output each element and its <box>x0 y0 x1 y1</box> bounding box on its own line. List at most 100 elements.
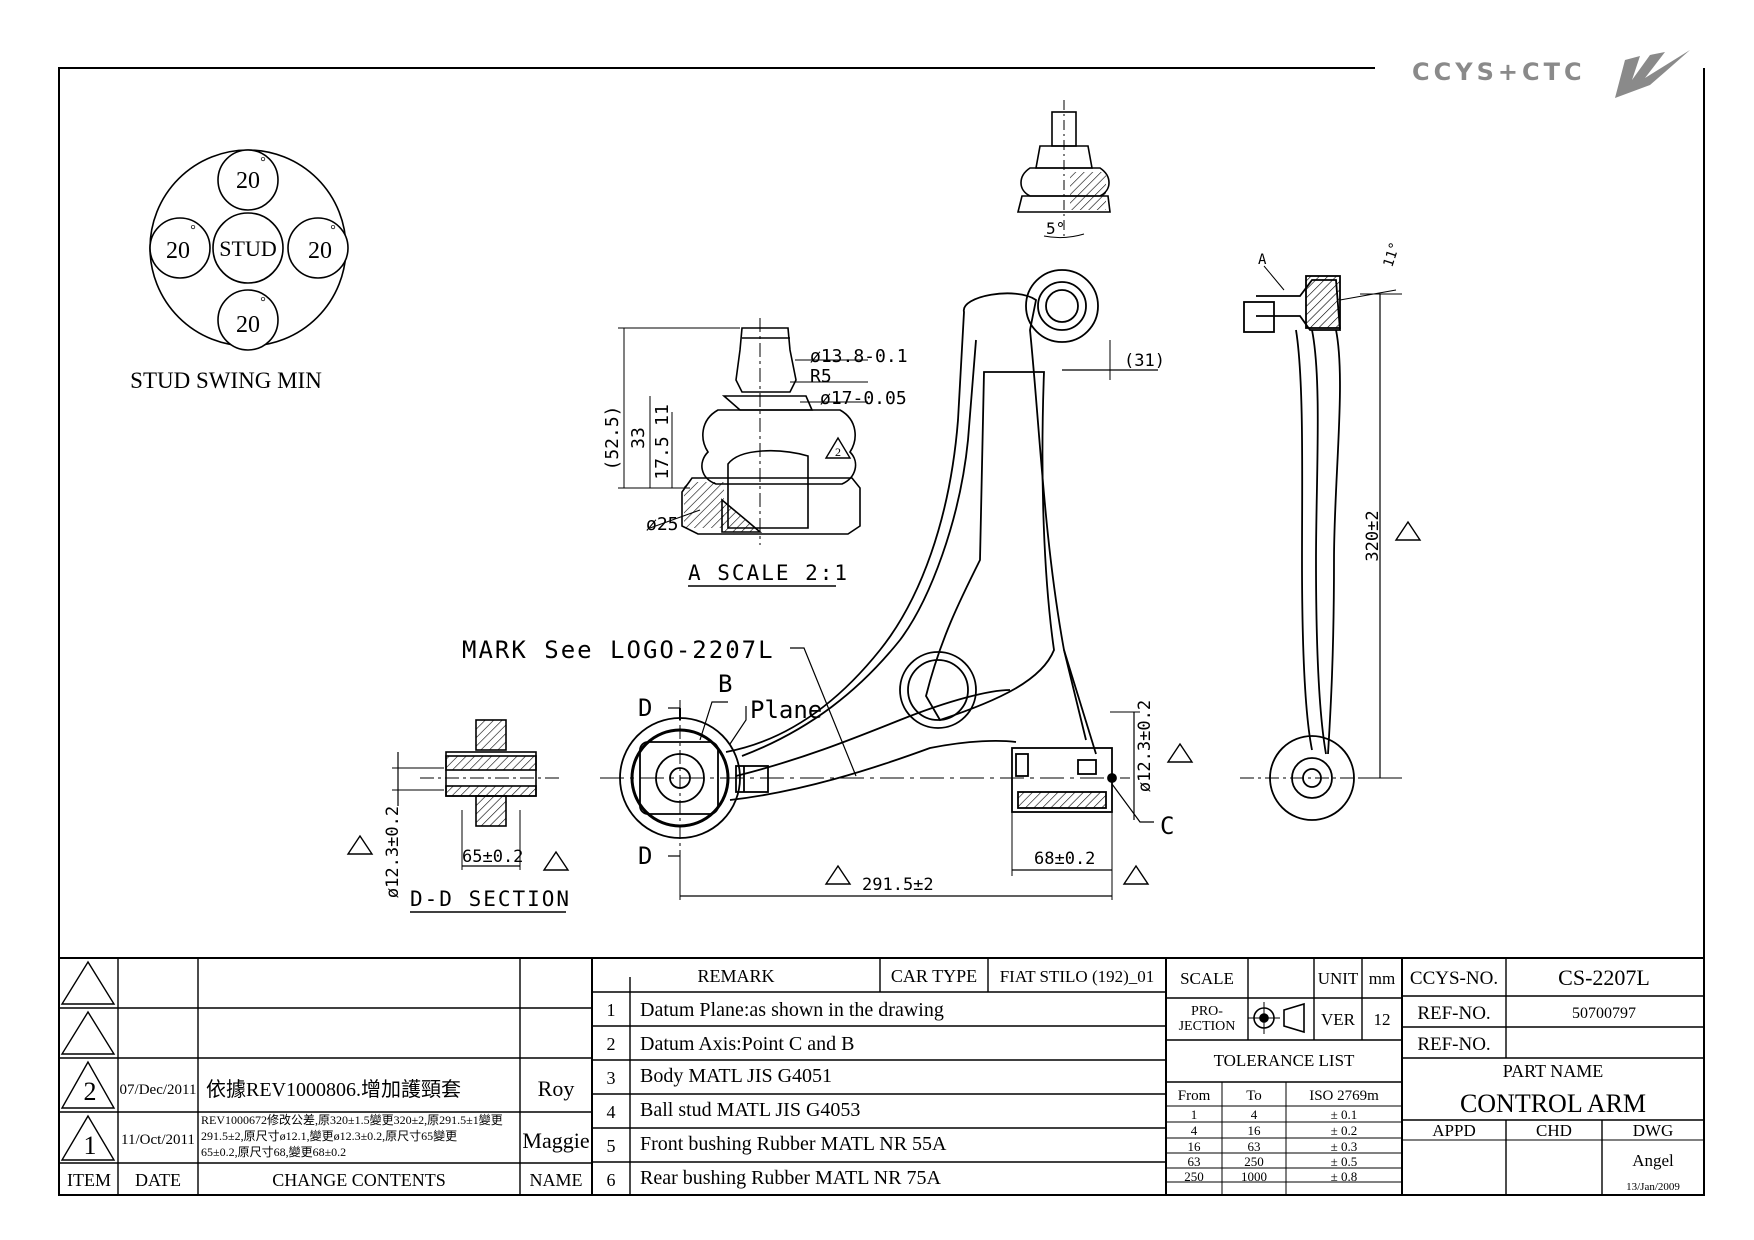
tol-to-0: 4 <box>1251 1107 1258 1122</box>
ref-no-label-2: REF-NO. <box>1417 1034 1490 1055</box>
rev-item-2: 2 <box>84 1077 97 1106</box>
projection-symbol-icon <box>1248 1002 1305 1034</box>
label-c: C <box>1160 812 1174 840</box>
projection-label-2: JECTION <box>1179 1019 1236 1034</box>
ref-no-value: 50700797 <box>1572 1005 1636 1022</box>
tol-header-to: To <box>1246 1088 1262 1104</box>
part-name-label: PART NAME <box>1503 1061 1603 1081</box>
detail-a-caption: A SCALE 2:1 <box>688 561 849 585</box>
swing-right-degree: ° <box>330 223 336 238</box>
tol-value-0: ± 0.1 <box>1331 1107 1358 1122</box>
rev-header-content: CHANGE CONTENTS <box>272 1170 446 1190</box>
detail-a-ball <box>727 449 809 529</box>
revision-triangle-icon <box>60 1060 116 1109</box>
tol-to-3: 250 <box>1244 1154 1264 1169</box>
ver-value: 12 <box>1374 1010 1391 1029</box>
sheet-border <box>58 67 1705 1196</box>
dd-dim-width: 65±0.2 <box>462 847 523 867</box>
remark-2-number: 2 <box>607 1034 616 1054</box>
tol-from-0: 1 <box>1191 1107 1198 1122</box>
ball-joint-eye <box>1025 269 1099 343</box>
remark-1-text: Datum Plane:as shown in the drawing <box>640 999 944 1021</box>
detail-a-boot <box>701 409 857 485</box>
swing-right-circle <box>287 217 349 279</box>
warning-triangle-icon <box>1394 520 1422 541</box>
unit-value: mm <box>1369 969 1395 988</box>
projection-label-1: PRO- <box>1191 1004 1223 1019</box>
tol-value-2: ± 0.3 <box>1331 1139 1358 1154</box>
control-arm-main-view <box>600 269 1158 900</box>
detail-a-stud-top <box>735 327 797 393</box>
dim-68: 68±0.2 <box>1034 849 1095 869</box>
tol-value-1: ± 0.2 <box>1331 1123 1358 1138</box>
tol-header-from: From <box>1178 1088 1211 1104</box>
remark-4-number: 4 <box>607 1102 616 1122</box>
ref-no-label: REF-NO. <box>1417 1003 1490 1024</box>
warning-triangle-icon <box>1166 742 1194 763</box>
dim-11: 11 <box>652 404 673 426</box>
label-b: B <box>718 670 732 698</box>
remark-3-number: 3 <box>607 1068 616 1088</box>
arm-inner-pocket <box>925 371 1055 722</box>
warning-triangle-icon <box>1122 864 1150 885</box>
ver-label: VER <box>1321 1010 1356 1029</box>
remark-6-number: 6 <box>607 1170 616 1190</box>
tol-from-2: 16 <box>1188 1139 1202 1154</box>
tol-from-3: 63 <box>1188 1154 1201 1169</box>
tol-to-1: 16 <box>1248 1123 1262 1138</box>
remark-5-number: 5 <box>607 1136 616 1156</box>
dim-17-5: 17.5 <box>652 436 673 479</box>
dd-dim-dia: ø12.3±0.2 <box>383 806 403 898</box>
tol-from-1: 4 <box>1191 1123 1198 1138</box>
top-view-angle: 5° <box>1046 219 1065 238</box>
dim-dia-25: ø25 <box>646 514 679 535</box>
tol-value-3: ± 0.5 <box>1331 1154 1358 1169</box>
rev-item-1: 1 <box>84 1131 97 1160</box>
swing-bottom-circle <box>217 289 279 351</box>
remark-header: REMARK <box>697 966 774 986</box>
swing-left-value: 20 <box>166 238 190 264</box>
company-logo: CCYS+CTC <box>1412 50 1690 98</box>
dd-section-view <box>392 719 566 913</box>
dim-31: (31) <box>1124 351 1165 371</box>
drawer-name: Angel <box>1632 1151 1674 1170</box>
detail-a-view <box>618 318 868 545</box>
remark-4-text: Ball stud MATL JIS G4053 <box>640 1099 860 1121</box>
detail-a-housing <box>681 477 861 535</box>
rev-content-2: 依據REV1000806.增加護頸套 <box>206 1078 461 1101</box>
unit-label: UNIT <box>1318 969 1359 988</box>
side-length: 320±2 <box>1363 510 1383 561</box>
label-plane: Plane <box>750 696 822 724</box>
mark-note: MARK See LOGO-2207L <box>462 636 775 664</box>
rev-name-2: Roy <box>538 1076 575 1101</box>
draw-date: 13/Jan/2009 <box>1626 1181 1680 1193</box>
detail-a-marker-number: 2 <box>835 445 841 459</box>
remark-1-number: 1 <box>607 1000 616 1020</box>
scale-label: SCALE <box>1180 969 1234 988</box>
dim-33: 33 <box>628 427 649 449</box>
swing-caption: STUD SWING MIN <box>130 368 322 393</box>
rev-content-1-line-3: 65±0.2,原尺寸68,變更68±0.2 <box>201 1144 346 1159</box>
dwg-label: DWG <box>1633 1121 1674 1140</box>
swing-right-value: 20 <box>308 238 332 264</box>
side-label-a: A <box>1258 252 1267 268</box>
revision-triangle-icon <box>60 960 116 1005</box>
main-view-markers <box>824 742 1194 885</box>
warning-triangle-icon <box>824 864 852 885</box>
logo-text: CCYS+CTC <box>1412 58 1586 86</box>
swing-center-circle <box>212 212 284 284</box>
swing-top-value: 20 <box>236 168 260 194</box>
side-angle: 11° <box>1381 240 1404 269</box>
rev-header-name: NAME <box>530 1170 583 1190</box>
top-ball-joint-view <box>1016 100 1111 240</box>
swing-top-circle <box>217 149 279 211</box>
tol-to-4: 1000 <box>1241 1169 1267 1184</box>
tol-from-4: 250 <box>1184 1169 1204 1184</box>
dim-291: 291.5±2 <box>862 875 934 895</box>
revision-triangle-icon <box>60 1010 116 1055</box>
tol-to-2: 63 <box>1248 1139 1261 1154</box>
warning-triangle-icon <box>542 850 570 871</box>
ccys-no-label: CCYS-NO. <box>1410 968 1498 989</box>
rev-content-1-line-2: 291.5±2,原尺寸ø12.1,變更ø12.3±0.2,原尺寸65變更 <box>201 1128 457 1143</box>
